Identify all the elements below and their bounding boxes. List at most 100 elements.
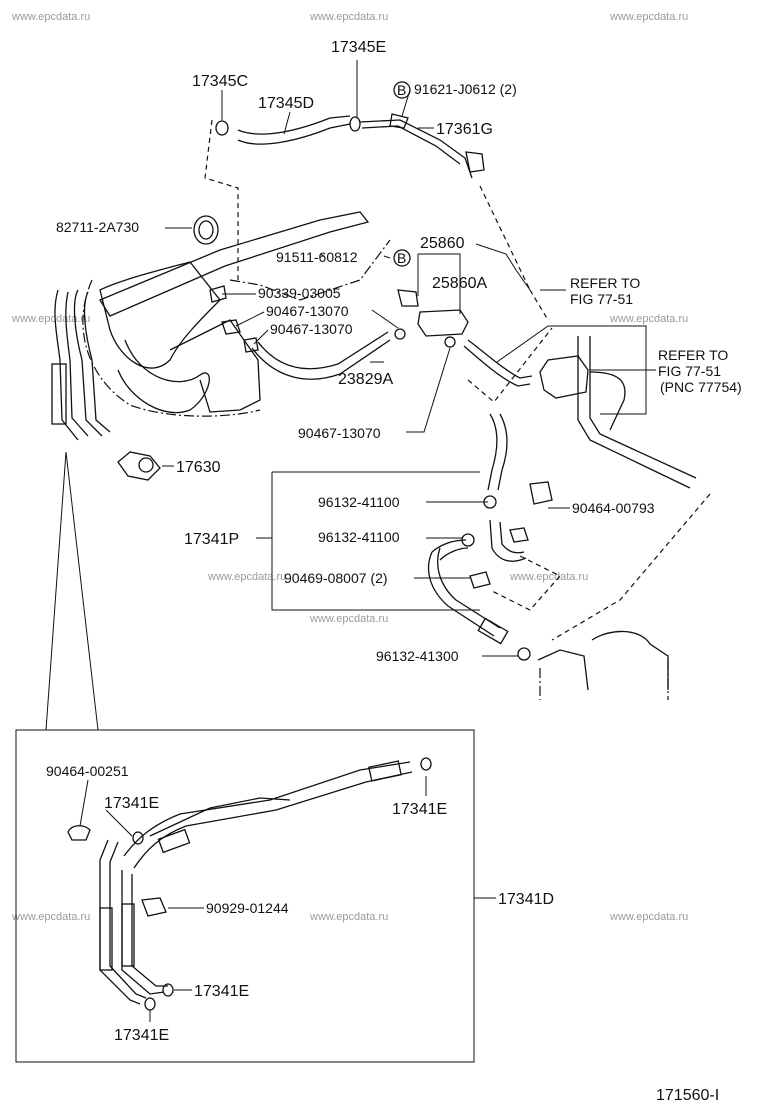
- leader-line: [475, 243, 531, 291]
- hose-sleeve: [157, 828, 191, 854]
- clamp-17345c: [215, 120, 229, 136]
- leader-bracket-25860: [417, 253, 461, 314]
- watermark: www.epcdata.ru: [609, 11, 688, 23]
- connector-90929: [141, 897, 167, 917]
- leader-line: [79, 779, 89, 827]
- part-label-90929: 90929-01244: [206, 900, 289, 916]
- part-label-25860: 25860: [420, 235, 465, 252]
- watermarks: www.epcdata.ru www.epcdata.ru www.epcdat…: [11, 11, 688, 923]
- part-label-17341e-3: 17341E: [194, 983, 249, 1000]
- part-label-17630: 17630: [176, 459, 221, 476]
- leader-line: [283, 111, 291, 135]
- watermark: www.epcdata.ru: [207, 571, 286, 583]
- part-label-17345d: 17345D: [258, 95, 314, 112]
- hose-sleeve: [368, 760, 402, 782]
- part-label-90464-00793: 90464-00793: [572, 500, 655, 516]
- breather-hose: [73, 289, 111, 437]
- part-label-23829a: 23829A: [338, 371, 393, 388]
- part-label-96132-3: 96132-41300: [376, 648, 459, 664]
- hose-17341p: [489, 519, 527, 562]
- part-label-90467-1: 90467-13070: [266, 303, 349, 319]
- clamp-17345e: [349, 116, 361, 132]
- tank-part: [537, 630, 669, 691]
- refer-label-2-fig: FIG 77-51: [658, 363, 721, 379]
- figure-code: 171560-I: [656, 1087, 719, 1104]
- leader-line: [371, 309, 399, 329]
- part-label-17341d: 17341D: [498, 891, 554, 908]
- circle-b-label: B: [397, 250, 406, 266]
- cap-82711: [198, 220, 214, 240]
- leader-line: [253, 329, 269, 345]
- clamp-90464: [529, 481, 553, 505]
- part-label-25860a: 25860A: [432, 275, 487, 292]
- watermark: www.epcdata.ru: [509, 571, 588, 583]
- part-label-90467-3: 90467-13070: [298, 425, 381, 441]
- watermark: www.epcdata.ru: [309, 11, 388, 23]
- watermark: www.epcdata.ru: [11, 911, 90, 923]
- part-label-90339: 90339-03005: [258, 285, 341, 301]
- part-label-17345c: 17345C: [192, 73, 248, 90]
- circle-b-marker: B: [393, 81, 411, 99]
- fuel-tank-body: [99, 261, 221, 369]
- tank-outline: [539, 660, 669, 700]
- refer-box: [496, 325, 647, 415]
- vent-hose: [589, 371, 626, 431]
- dashed-leader: [489, 555, 561, 611]
- part-label-17361g: 17361G: [436, 121, 493, 138]
- tank-outline: [82, 279, 261, 417]
- hose-sleeve: [51, 363, 67, 425]
- clip-91621: [389, 113, 409, 129]
- connector-17361g: [465, 151, 485, 173]
- clamp-96132: [517, 647, 531, 661]
- clamp-90467: [394, 328, 406, 340]
- connector: [509, 527, 529, 543]
- leader-line: [235, 311, 265, 327]
- watermark: www.epcdata.ru: [11, 11, 90, 23]
- refer-label-1: REFER TO: [570, 275, 640, 291]
- dashed-leader: [529, 289, 549, 321]
- clamp-17341e: [162, 983, 174, 997]
- part-label-90469: 90469-08007 (2): [284, 570, 388, 586]
- part-label-90464-00251: 90464-00251: [46, 763, 129, 779]
- part-label-17341p: 17341P: [184, 531, 239, 548]
- clamp-17341e: [132, 831, 144, 845]
- watermark: www.epcdata.ru: [309, 613, 388, 625]
- dashed-leader: [467, 327, 553, 403]
- breather-hose: [54, 289, 89, 441]
- part-label-96132-2: 96132-41100: [318, 529, 400, 545]
- filter-17630: [117, 451, 161, 481]
- clamp-90467: [243, 337, 259, 353]
- tank-outline: [229, 239, 391, 301]
- part-label-91511: 91511-60812: [276, 249, 358, 265]
- refer-label-2-pnc: (PNC 77754): [660, 379, 742, 395]
- hose-17341d: [123, 761, 413, 869]
- refer-label-2: REFER TO: [658, 347, 728, 363]
- hose-sleeve: [121, 903, 135, 967]
- part-label-17341e-2: 17341E: [392, 801, 447, 818]
- clamp-90467: [444, 336, 456, 348]
- leader-line: [105, 809, 133, 837]
- tube-17361g: [359, 119, 473, 179]
- fuel-tank-body: [117, 339, 210, 414]
- canister: [539, 355, 589, 399]
- hose-sleeve: [99, 907, 113, 971]
- circle-b-marker: B: [393, 249, 411, 267]
- clip-90464-00251: [67, 825, 91, 841]
- detail-box: [15, 729, 475, 1063]
- clamp-90467: [221, 319, 241, 335]
- hose-17341d: [121, 870, 168, 995]
- hose-17341d: [149, 797, 291, 837]
- watermark: www.epcdata.ru: [11, 313, 90, 325]
- detail-pointer: [45, 451, 99, 731]
- part-label-82711: 82711-2A730: [56, 219, 139, 235]
- refer-label-1-fig: FIG 77-51: [570, 291, 633, 307]
- part-label-17345e: 17345E: [331, 39, 386, 56]
- part-label-96132-1: 96132-41100: [318, 494, 400, 510]
- fuel-tank-body: [169, 319, 261, 413]
- dashed-leader: [551, 493, 711, 641]
- filter-17630: [138, 457, 154, 473]
- vent-hose: [577, 336, 697, 489]
- hose-17341p: [427, 547, 501, 637]
- clip-90339: [209, 285, 227, 303]
- part-label-91621: 91621-J0612 (2): [414, 81, 517, 97]
